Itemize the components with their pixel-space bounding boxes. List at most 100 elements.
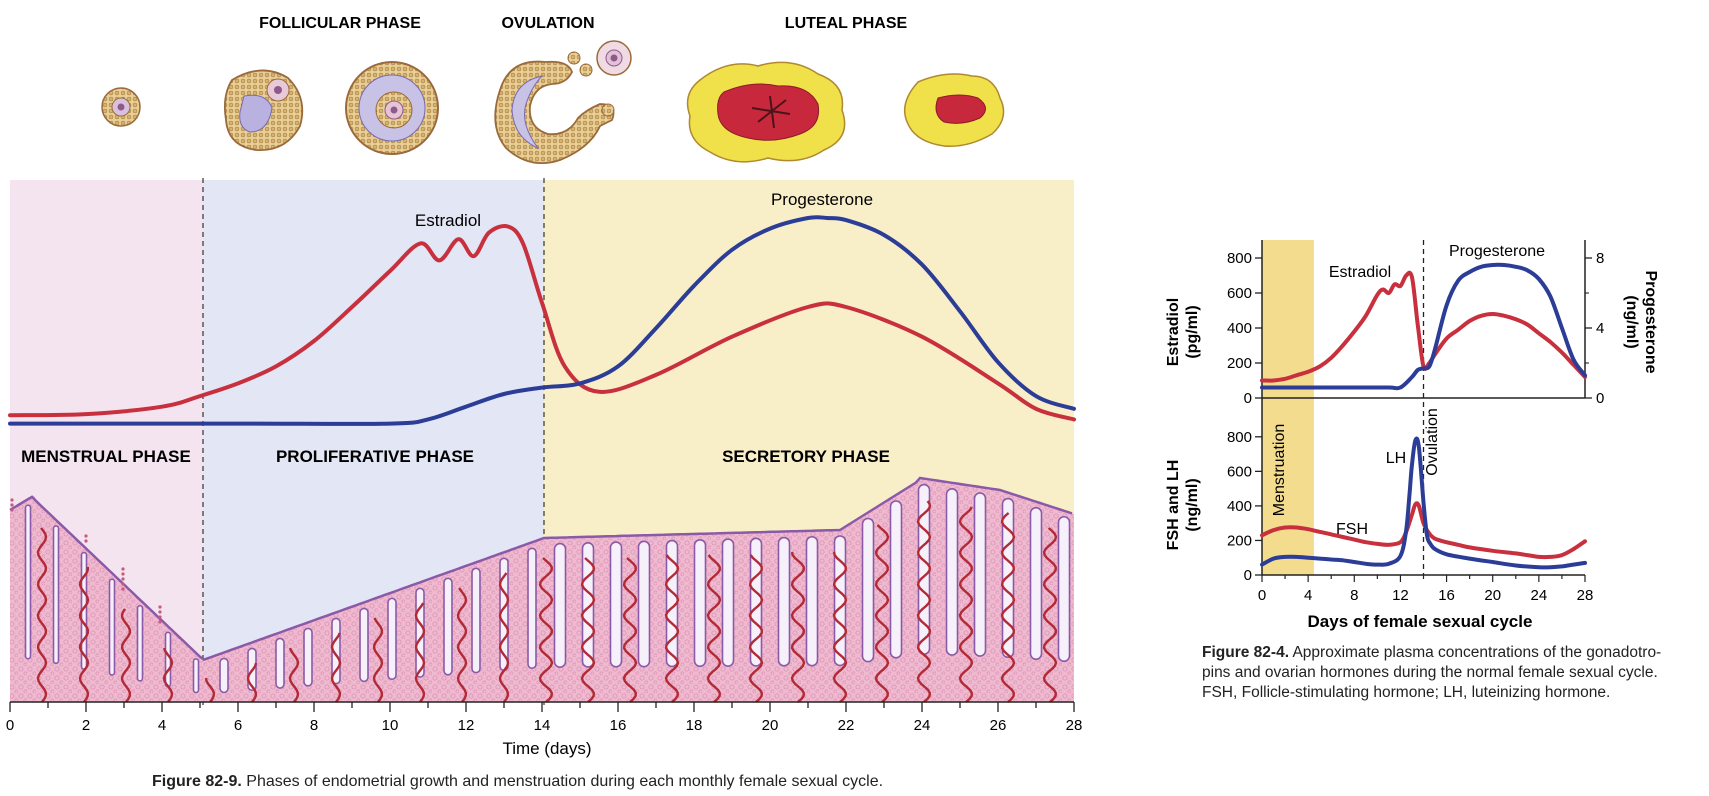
corpus-luteum-small <box>903 73 1005 147</box>
days-axis-tick-label: 12 <box>1392 587 1409 604</box>
endometrial-gland <box>553 542 567 668</box>
spiral-artery <box>288 647 300 703</box>
fsh-lh-axis-title-line1: FSH and LH <box>1165 460 1182 551</box>
days-axis-tick-label: 16 <box>1438 587 1455 604</box>
time-axis-tick-label: 12 <box>458 717 475 734</box>
figure-82-4-caption-line2: pins and ovarian hormones during the nor… <box>1202 664 1658 681</box>
estradiol-series-label-upper: Estradiol <box>1329 264 1391 281</box>
spiral-artery <box>1000 512 1016 703</box>
shedding-speck <box>10 508 14 512</box>
endometrial-gland <box>693 538 707 668</box>
estradiol-series-label: Estradiol <box>415 211 481 230</box>
spiral-artery <box>1042 527 1058 703</box>
shedding-speck <box>121 567 125 571</box>
primordial-follicle <box>101 87 141 127</box>
spiral-artery <box>372 617 384 703</box>
spiral-artery <box>456 587 468 703</box>
follicular-phase-label: FOLLICULAR PHASE <box>259 15 421 32</box>
lh-series-line <box>1260 436 1587 570</box>
menstrual-phase-label: MENSTRUAL PHASE <box>21 447 191 466</box>
time-axis-tick-label: 4 <box>158 717 166 734</box>
endometrial-gland <box>527 547 537 669</box>
shedding-speck <box>158 615 162 619</box>
days-axis-tick-label: 24 <box>1531 587 1548 604</box>
spiral-artery <box>414 602 426 703</box>
corpus-luteum-large <box>686 61 846 163</box>
endometrial-gland <box>359 607 369 683</box>
estradiol-axis-tick-label: 400 <box>1227 320 1252 337</box>
ovulation-label: OVULATION <box>501 15 594 32</box>
shedding-speck <box>121 582 125 586</box>
spiral-artery <box>78 567 90 703</box>
spiral-artery <box>498 572 510 703</box>
endometrium-surface <box>9 476 1073 661</box>
days-axis-tick-label: 20 <box>1484 587 1501 604</box>
endometrial-gland <box>945 487 959 656</box>
menstruation-label: Menstruation <box>1271 424 1288 517</box>
shedding-speck <box>10 503 14 507</box>
fsh-lh-axis-tick-label: 800 <box>1227 429 1252 446</box>
spiral-artery <box>246 662 258 703</box>
days-axis-title: Days of female sexual cycle <box>1308 612 1533 631</box>
spiral-artery <box>706 554 722 703</box>
progesterone-axis-tick-label: 4 <box>1596 320 1604 337</box>
estradiol-axis-title-line2: (pg/ml) <box>1184 305 1201 358</box>
spiral-artery <box>958 506 974 703</box>
endometrial-gland <box>609 541 623 668</box>
spiral-artery <box>664 554 680 703</box>
estradiol-axis-tick-label: 200 <box>1227 355 1252 372</box>
shedding-speck <box>121 572 125 576</box>
proliferative-phase-label: PROLIFERATIVE PHASE <box>276 447 474 466</box>
endometrial-gland <box>1029 506 1043 661</box>
spiral-artery <box>538 557 554 703</box>
time-axis-tick-label: 6 <box>234 717 242 734</box>
spiral-artery <box>790 551 806 703</box>
figure-82-4-caption-line1: Approximate plasma concentrations of the… <box>1292 644 1662 661</box>
endometrial-gland <box>24 504 32 660</box>
shedding-speck <box>158 610 162 614</box>
endometrial-gland <box>275 637 285 689</box>
endometrial-gland <box>721 538 735 667</box>
spiral-artery <box>832 551 848 703</box>
spiral-artery <box>36 527 48 703</box>
endometrial-gland <box>219 657 229 694</box>
progesterone-axis-title-line1: Progesterone <box>1642 270 1659 373</box>
fsh-lh-axis-tick-label: 0 <box>1244 567 1252 584</box>
endometrial-gland <box>471 567 481 674</box>
lh-series-label: LH <box>1386 450 1406 467</box>
spiral-artery <box>580 557 596 703</box>
shedding-speck <box>10 498 14 502</box>
progesterone-series-label-upper: Progesterone <box>1449 243 1545 260</box>
endometrial-gland <box>889 500 903 659</box>
time-axis-tick-label: 14 <box>534 717 551 734</box>
spiral-artery <box>916 500 932 703</box>
shedding-speck <box>84 534 88 538</box>
time-axis-tick-label: 16 <box>610 717 627 734</box>
endometrial-gland <box>192 658 200 694</box>
fsh-lh-axis-tick-label: 600 <box>1227 463 1252 480</box>
ovulation-label-right: Ovulation <box>1424 408 1441 476</box>
endometrial-gland <box>443 577 453 676</box>
shedding-speck <box>121 577 125 581</box>
progesterone-axis-tick-label: 0 <box>1596 390 1604 407</box>
days-axis-tick-label: 0 <box>1258 587 1266 604</box>
progesterone-series-label: Progesterone <box>771 190 873 209</box>
shedding-speck <box>158 605 162 609</box>
luteal-phase-label: LUTEAL PHASE <box>785 15 908 32</box>
time-axis-tick-label: 22 <box>838 717 855 734</box>
days-axis-tick-label: 28 <box>1577 587 1594 604</box>
endometrial-gland <box>805 535 819 667</box>
time-axis-tick-label: 18 <box>686 717 703 734</box>
progesterone-series-line <box>8 215 1076 426</box>
figure-82-4-caption-line3: FSH, Follicle-stimulating hormone; LH, l… <box>1202 684 1611 701</box>
progesterone-axis-tick-label: 8 <box>1596 250 1604 267</box>
progesterone-series-line-upper <box>1260 262 1587 391</box>
spiral-artery <box>748 554 764 703</box>
estradiol-axis-title-line1: Estradiol <box>1165 298 1182 366</box>
endometrial-gland <box>136 604 144 682</box>
endometrial-gland <box>973 492 987 657</box>
